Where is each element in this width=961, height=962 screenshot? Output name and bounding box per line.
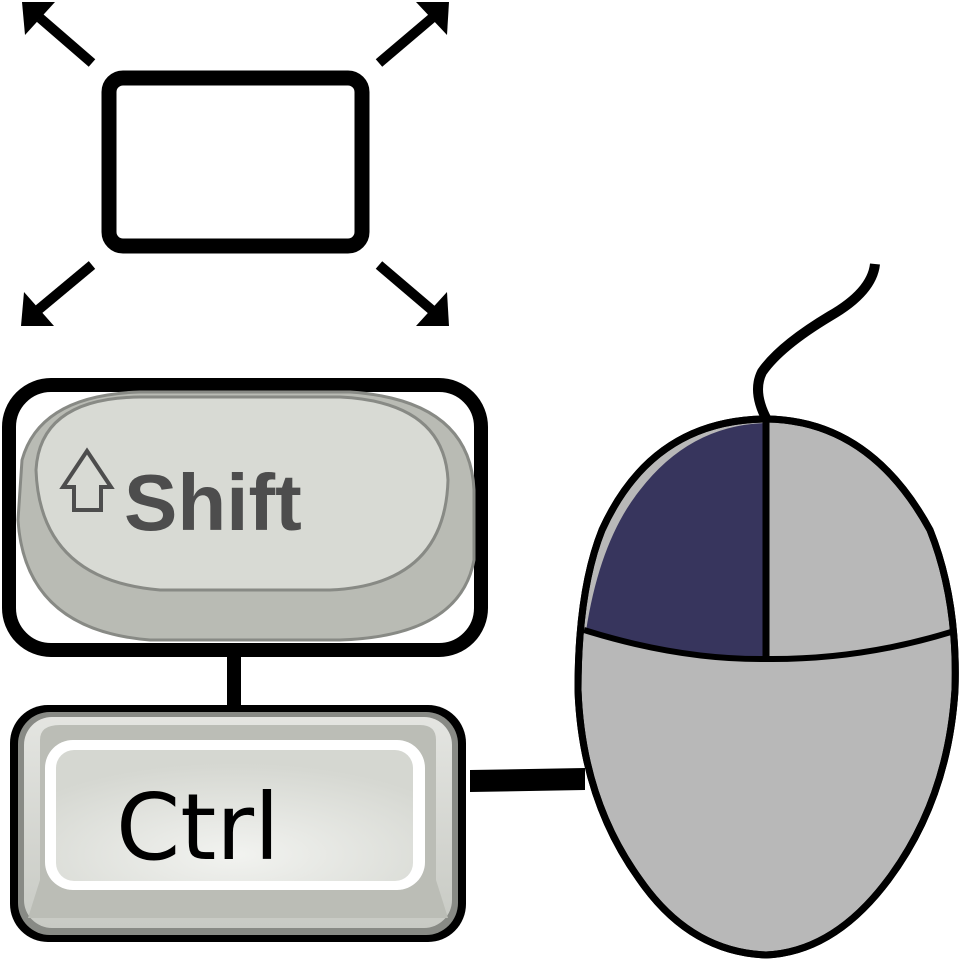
mouse [574, 263, 959, 959]
mouse-outline [574, 415, 959, 959]
ctrl-key-label: Ctrl [116, 774, 280, 881]
connector-ctrl-mouse [470, 768, 585, 792]
mouse-right-button [766, 423, 950, 659]
shift-key-label: Shift [124, 458, 302, 547]
arrow-down-left-icon [21, 261, 96, 326]
mouse-left-button [586, 423, 766, 659]
shift-key-face [34, 395, 450, 592]
arrow-up-right-icon [375, 2, 449, 67]
mouse-cable [753, 263, 880, 423]
shift-key: Shift [2, 378, 488, 657]
resize-window-icon [21, 2, 449, 326]
ctrl-key: Ctrl [10, 705, 466, 942]
shift-arrow-up-icon [59, 447, 115, 512]
arrow-up-left-icon [22, 2, 96, 67]
window-frame [101, 70, 370, 254]
arrow-down-right-icon [375, 261, 449, 326]
ctrl-key-face [56, 750, 413, 881]
